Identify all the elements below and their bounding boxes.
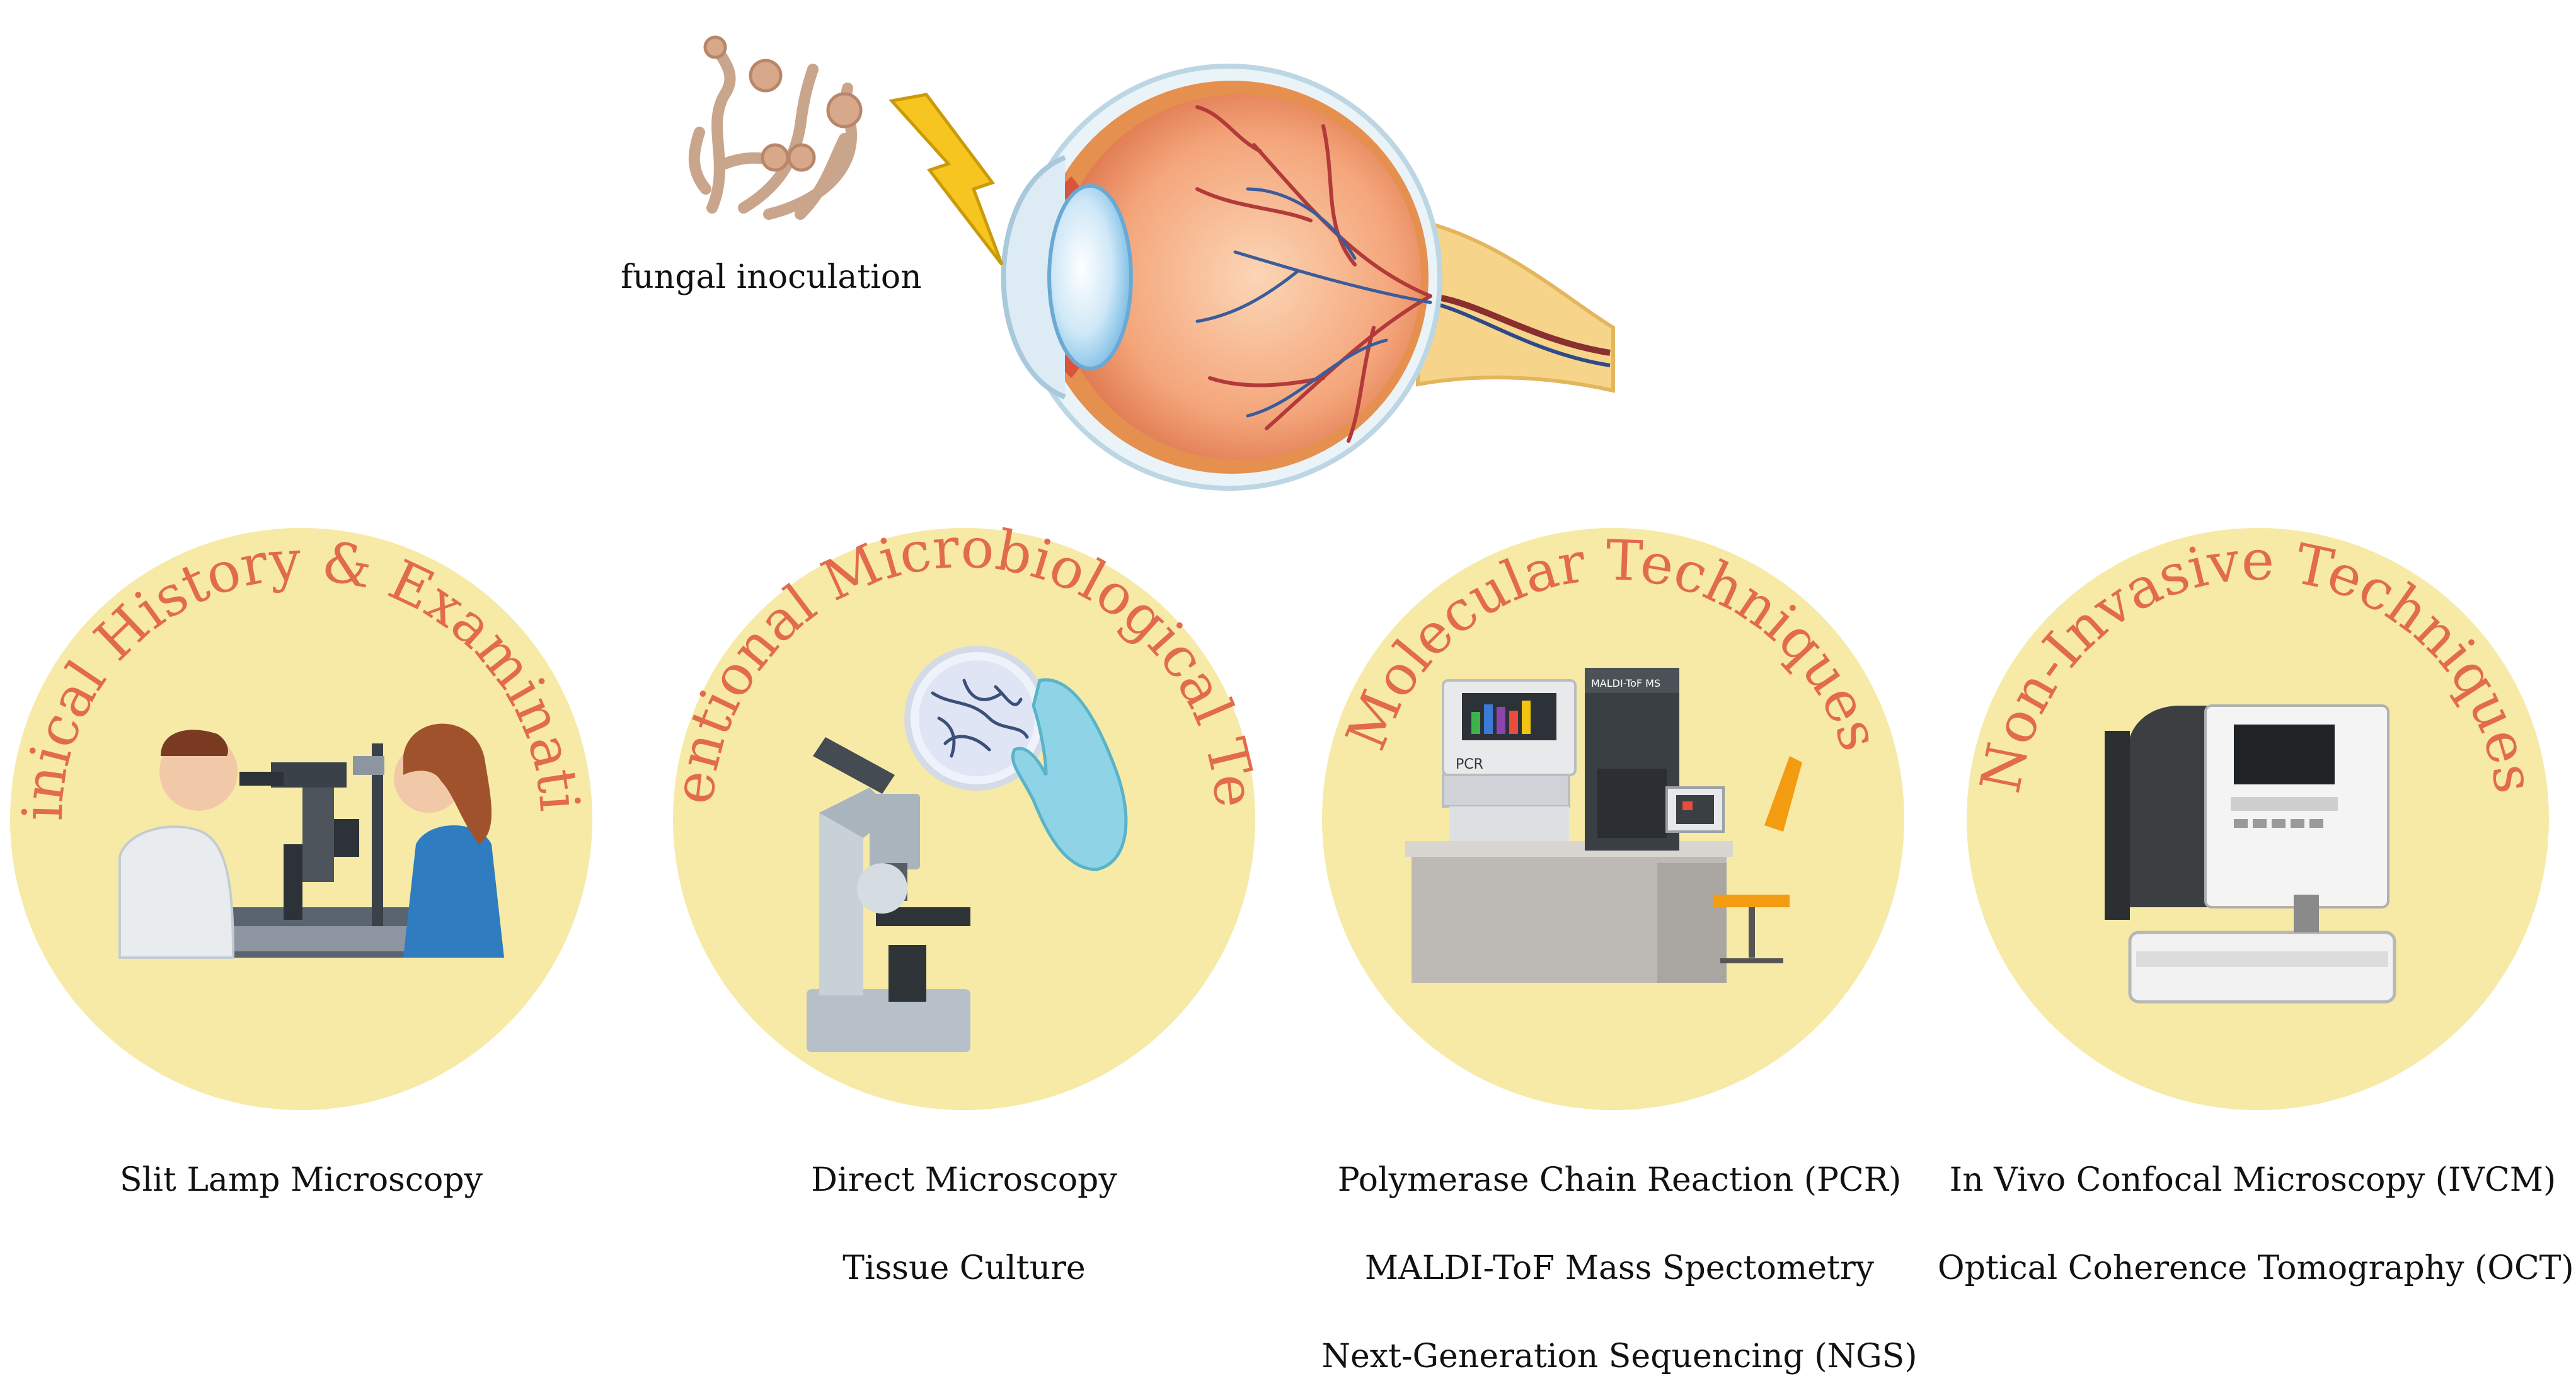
method-item: Next-Generation Sequencing (NGS) <box>1321 1338 1918 1375</box>
method-item: Tissue Culture <box>842 1249 1086 1287</box>
fungal-inoculation-label: fungal inoculation <box>621 258 922 296</box>
oct-device-icon <box>2105 704 2396 1004</box>
maldi-label: MALDI-ToF MS <box>1591 677 1660 689</box>
method-item: MALDI-ToF Mass Spectometry <box>1364 1249 1875 1287</box>
method-item: Direct Microscopy <box>811 1161 1117 1199</box>
lightning-bolt-icon <box>888 93 1004 266</box>
method-item: Optical Coherence Tomography (OCT) <box>1938 1249 2574 1287</box>
method-item: In Vivo Confocal Microscopy (IVCM) <box>1949 1161 2556 1199</box>
clinical-history-circle <box>10 528 592 1110</box>
method-item: Slit Lamp Microscopy <box>120 1161 483 1199</box>
slit-lamp-exam-icon <box>118 723 504 959</box>
pcr-label: PCR <box>1456 757 1483 772</box>
conventional-testing-circle <box>673 528 1255 1110</box>
fungal-spore-icon <box>703 35 863 172</box>
eye-anatomy-illustration <box>1001 64 1615 491</box>
lab-equipment-icon: PCR MALDI-ToF MS <box>1405 668 1802 983</box>
method-item: Polymerase Chain Reaction (PCR) <box>1337 1161 1902 1199</box>
microscope-petri-dish-icon <box>807 646 1128 1052</box>
